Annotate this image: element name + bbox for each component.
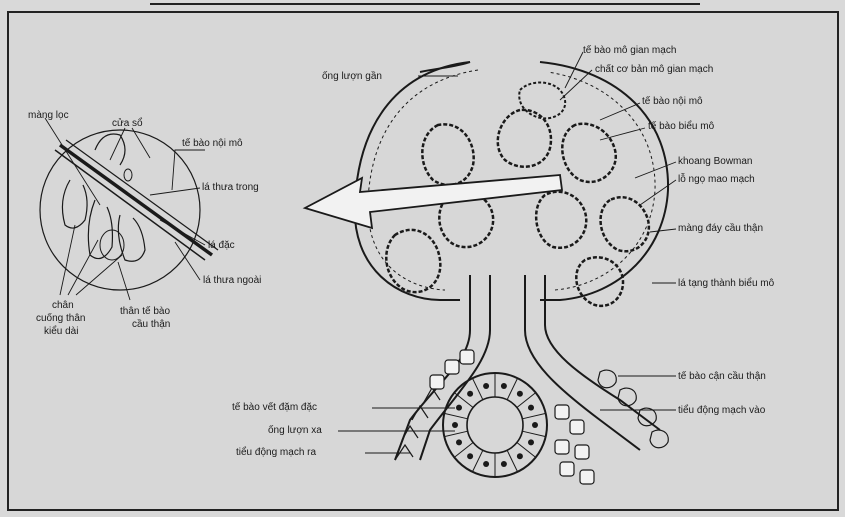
tubule-cell-nucleus	[467, 391, 473, 397]
cuboidal-cell	[460, 350, 474, 364]
label-la-dac: lá đặc	[208, 240, 235, 251]
cuboidal-cell	[570, 420, 584, 434]
tubule-cell-nucleus	[528, 439, 534, 445]
tubule-cell-nucleus	[456, 439, 462, 445]
cuboidal-cell	[445, 360, 459, 374]
label-te-bao-bieu-mo: tế bào biểu mô	[648, 120, 715, 132]
tubule-cell-nucleus	[456, 405, 462, 411]
label-ong-luon-gan: ống lượn gần	[322, 70, 382, 82]
label-ong-luon-xa: ống lượn xa	[268, 424, 322, 436]
label-khoang-bowman: khoang Bowman	[678, 156, 753, 167]
label-la-thua-trong: lá thưa trong	[202, 182, 259, 193]
label-tieu-dong-mach-ra: tiểu động mạch ra	[236, 446, 316, 458]
tubule-cell-nucleus	[517, 391, 523, 397]
label-than-te-bao-2: cầu thận	[132, 318, 170, 330]
cuboidal-cell	[555, 405, 569, 419]
label-dm-vao: tiểu động mạch vào	[678, 404, 766, 416]
cuboidal-cell	[430, 375, 444, 389]
label-chan-1: chân	[52, 300, 74, 311]
cuboidal-cell	[575, 445, 589, 459]
tubule-cell-nucleus	[501, 383, 507, 389]
tubule-cell-nucleus	[452, 422, 458, 428]
label-chat-co-ban: chất cơ bản mô gian mạch	[595, 63, 713, 75]
label-chan-2: cuống thân	[36, 312, 86, 324]
cuboidal-cell	[580, 470, 594, 484]
tubule-cell-nucleus	[528, 405, 534, 411]
cuboidal-cell	[560, 462, 574, 476]
label-cua-so: cửa sổ	[112, 117, 143, 129]
cuboidal-cell	[555, 440, 569, 454]
label-can-cau-than: tế bào cận cầu thận	[678, 370, 766, 382]
label-te-bao-mo-gian-mach: tế bào mô gian mạch	[583, 44, 676, 56]
tubule-cell-nucleus	[483, 461, 489, 467]
label-mang-loc: màng lọc	[28, 110, 69, 121]
label-la-thanh: lá tạng thành biểu mô	[678, 277, 775, 289]
label-chan-3: kiểu dài	[44, 325, 78, 337]
tubule-cell-nucleus	[532, 422, 538, 428]
label-te-bao-vet-dam: tế bào vết đặm đặc	[232, 401, 317, 413]
label-la-thua-ngoai: lá thưa ngoài	[203, 275, 261, 286]
label-mang-day: màng đáy cầu thận	[678, 222, 763, 234]
label-te-bao-noi-mo-inset: tế bào nội mô	[182, 137, 243, 149]
label-than-te-bao-1: thân tế bào	[120, 305, 170, 317]
tubule-cell-nucleus	[467, 453, 473, 459]
label-lo-ngo: lỗ ngọ mao mạch	[678, 172, 755, 185]
tubule-cell-nucleus	[501, 461, 507, 467]
tubule-cell-nucleus	[517, 453, 523, 459]
tubule-cell-nucleus	[483, 383, 489, 389]
label-te-bao-noi-mo: tế bào nội mô	[642, 95, 703, 107]
